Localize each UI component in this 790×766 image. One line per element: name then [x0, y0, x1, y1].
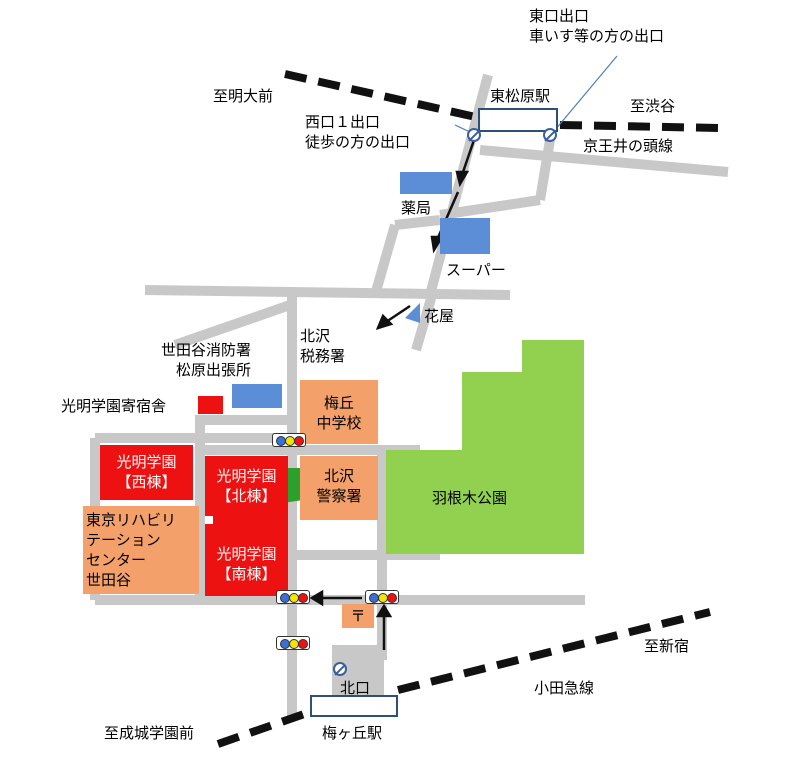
pharmacy-building	[400, 172, 452, 194]
traffic-light-icon	[272, 433, 306, 447]
supermarket-building	[440, 218, 490, 254]
school-west-building	[100, 445, 193, 500]
school-north-label: 光明学園 【北棟】	[216, 467, 277, 505]
keio-line-east	[559, 121, 721, 132]
supermarket-label: スーパー	[446, 261, 506, 279]
fire-station-label: 世田谷消防署 松原出張所	[161, 341, 252, 379]
higashi-matsubara-label: 東松原駅	[490, 87, 551, 105]
pharmacy-label: 薬局	[401, 199, 432, 217]
road-east-west-main	[144, 285, 511, 300]
umegaoka-station[interactable]	[310, 695, 398, 717]
post-office-building	[342, 604, 374, 628]
police-label: 北沢 警察署	[316, 467, 362, 505]
tax-office-label: 北沢 税務署	[300, 327, 346, 365]
odakyu-line-east	[397, 608, 711, 694]
rehab-center-label: 東京リハビリ テーション センター 世田谷	[86, 511, 177, 589]
junior-high-building	[300, 380, 378, 444]
umegaoka-label: 梅ヶ丘駅	[322, 724, 383, 742]
to-meidaimae-label: 至明大前	[213, 87, 274, 105]
dormitory-label: 光明学園寄宿舎	[61, 397, 167, 415]
to-shinjuku-label: 至新宿	[644, 637, 690, 655]
keio-line-label: 京王井の頭線	[583, 137, 674, 155]
florist-label: 花屋	[424, 307, 455, 325]
east-exit-icon[interactable]	[543, 128, 557, 142]
rehab-center-building	[83, 506, 199, 594]
park-label: 羽根木公園	[432, 489, 508, 507]
north-exit-icon[interactable]	[333, 662, 347, 676]
north-exit-label: 北口	[340, 679, 371, 697]
traffic-light-icon	[276, 590, 310, 604]
dormitory-building	[198, 396, 223, 414]
odakyu-line-west	[216, 708, 312, 748]
to-seijogakuenmae-label: 至成城学園前	[104, 724, 195, 742]
post-office-label: 〒	[350, 607, 366, 625]
to-shibuya-label: 至渋谷	[630, 97, 676, 115]
park-area-lower	[386, 450, 584, 554]
traffic-light-icon	[365, 590, 399, 604]
police-building	[300, 456, 378, 520]
east-exit-label: 東口出口 車いす等の方の出口	[529, 7, 665, 45]
traffic-light-icon	[276, 636, 310, 650]
park-area-mid	[462, 372, 584, 452]
junior-high-label: 梅丘 中学校	[316, 394, 362, 432]
school-entrance-mark	[205, 516, 213, 524]
school-west-label: 光明学園 【西棟】	[116, 453, 177, 491]
odakyu-line-label: 小田急線	[534, 679, 595, 697]
higashi-matsubara-station[interactable]	[478, 108, 558, 132]
west-exit-icon[interactable]	[467, 128, 481, 142]
road-east-upper	[479, 145, 729, 177]
fire-station-building	[232, 384, 282, 408]
west-exit-label: 西口１出口 徒歩の方の出口	[305, 113, 411, 151]
school-north-south-building	[205, 456, 288, 596]
park-area-top	[522, 340, 584, 374]
school-south-label: 光明学園 【南棟】	[216, 545, 277, 583]
